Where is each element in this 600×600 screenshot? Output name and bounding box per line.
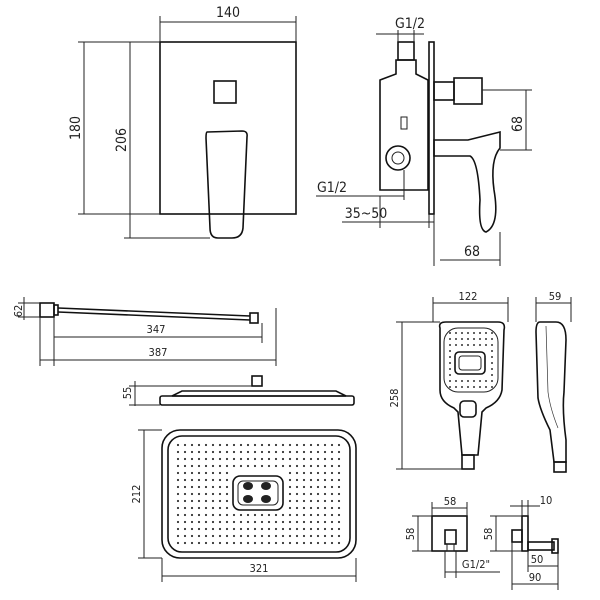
mixer-lever [205, 130, 248, 239]
head-connector [251, 375, 263, 387]
hand-depth-label: 59 [549, 290, 562, 303]
outlet-total-label: 90 [529, 571, 542, 584]
arm-wall-flange [39, 302, 55, 318]
hand-center-insert [454, 351, 486, 375]
head-outline [161, 429, 357, 559]
outlet-plate [431, 515, 468, 552]
mixer-side-view: G1/2 G1/2 35~50 68 68 [316, 16, 532, 266]
lever-side [433, 130, 501, 233]
arm-length-label: 347 [147, 323, 166, 336]
arm-connector [249, 312, 259, 324]
insert-nozzle [243, 482, 253, 490]
mixer-total-height-label: 206 [114, 128, 130, 152]
mixer-height-label: 180 [68, 116, 84, 140]
insert-nozzle [243, 495, 253, 503]
hand-length-label: 258 [388, 389, 401, 408]
outlet-side-height-label: 58 [482, 528, 495, 541]
thread-bottom-label: G1/2 [317, 180, 347, 196]
hand-diverter-button [459, 400, 477, 418]
wall-cover-plate [428, 41, 435, 215]
hand-shower-front-view: 122 258 [388, 290, 509, 470]
mixer-diverter-button [213, 80, 237, 104]
head-center-insert [232, 475, 284, 511]
arm-total-length-label: 387 [149, 346, 168, 359]
wall-outlet-front-view: 58 58 G1/2" [404, 495, 500, 578]
shower-head-top-view: 212 321 [130, 429, 357, 582]
side-projection-label: 68 [464, 244, 480, 260]
outlet-projection-label: 50 [531, 553, 544, 566]
depth-range-label: 35~50 [345, 206, 388, 222]
outlet-side-nipple [527, 541, 555, 551]
bottom-outlet [385, 145, 411, 171]
outlet-connector [444, 529, 457, 545]
hand-hose-connector [461, 454, 475, 470]
outlet-thread-label: G1/2" [462, 558, 490, 571]
valve-body [379, 59, 429, 191]
insert-nozzle [261, 495, 271, 503]
arm-height-label: 62 [12, 305, 25, 318]
shower-arm-view: 62 347 387 [12, 297, 277, 366]
hand-shower-side-view: 59 [535, 290, 572, 473]
insert-nozzle [261, 482, 271, 490]
outlet-width-label: 58 [444, 495, 457, 508]
diverter-knob [453, 77, 483, 105]
hand-nozzle-grid [449, 332, 493, 388]
mixer-front-view: 140 180 206 [68, 5, 297, 239]
outlet-side-plate [521, 515, 529, 552]
mixer-cover-plate [159, 41, 297, 215]
mixer-width-label: 140 [216, 5, 240, 21]
head-nozzle-grid [176, 443, 341, 545]
head-width-label: 321 [250, 562, 269, 575]
valve-window [400, 116, 408, 130]
hand-width-label: 122 [459, 290, 478, 303]
top-inlet [397, 41, 415, 61]
outlet-height-label: 58 [404, 528, 417, 541]
head-depth-label: 212 [130, 485, 143, 504]
outlet-thickness-label: 10 [540, 494, 553, 507]
wall-outlet-side-view: 10 58 50 90 [482, 494, 559, 590]
thread-top-label: G1/2 [395, 16, 425, 32]
side-height-label: 68 [510, 116, 526, 132]
hand-side-outline [535, 321, 567, 463]
head-side-profile [159, 395, 355, 406]
shower-head-side-view: 55 [121, 375, 355, 406]
head-thickness-label: 55 [121, 387, 134, 400]
hand-shower-outline [438, 321, 506, 456]
